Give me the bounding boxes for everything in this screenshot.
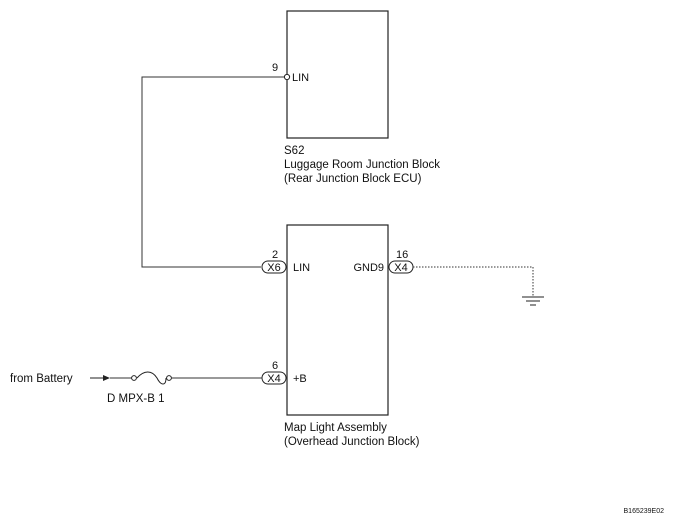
ground-wire xyxy=(413,266,534,296)
s62-pin-number: 9 xyxy=(272,62,278,74)
gnd-pin-number: 16 xyxy=(396,249,408,261)
map-light-name: Map Light Assembly xyxy=(284,422,387,434)
s62-box xyxy=(286,10,389,139)
b-pin-label: +B xyxy=(293,373,307,385)
s62-junction-block: S62 Luggage Room Junction Block (Rear Ju… xyxy=(272,10,440,185)
figure-code: B165239E02 xyxy=(624,508,665,515)
s62-pin-terminal xyxy=(283,73,291,81)
b-pin-number: 6 xyxy=(272,360,278,372)
map-light-assembly: 2 X6 LIN 16 X4 GND9 6 X4 +B Map Light As… xyxy=(261,224,420,448)
battery-label: from Battery xyxy=(10,373,73,385)
lin-pin-label: LIN xyxy=(293,262,310,274)
arrow-right-icon xyxy=(90,375,110,381)
lin-wire xyxy=(141,76,284,268)
s62-pin-label: LIN xyxy=(292,72,309,84)
s62-name: Luggage Room Junction Block xyxy=(284,159,440,171)
b-connector-code: X4 xyxy=(267,373,280,385)
fuse-label: D MPX-B 1 xyxy=(107,393,165,405)
map-light-subname: (Overhead Junction Block) xyxy=(284,436,420,448)
map-light-box xyxy=(286,224,389,416)
lin-connector-code: X6 xyxy=(267,262,280,274)
fuse-icon xyxy=(131,371,172,385)
gnd-pin-label: GND9 xyxy=(353,262,384,274)
gnd-connector-code: X4 xyxy=(394,262,407,274)
lin-pin-number: 2 xyxy=(272,249,278,261)
lin-connector xyxy=(261,260,287,274)
s62-subname: (Rear Junction Block ECU) xyxy=(284,173,422,185)
s62-code: S62 xyxy=(284,145,304,157)
ground-icon xyxy=(522,296,544,306)
